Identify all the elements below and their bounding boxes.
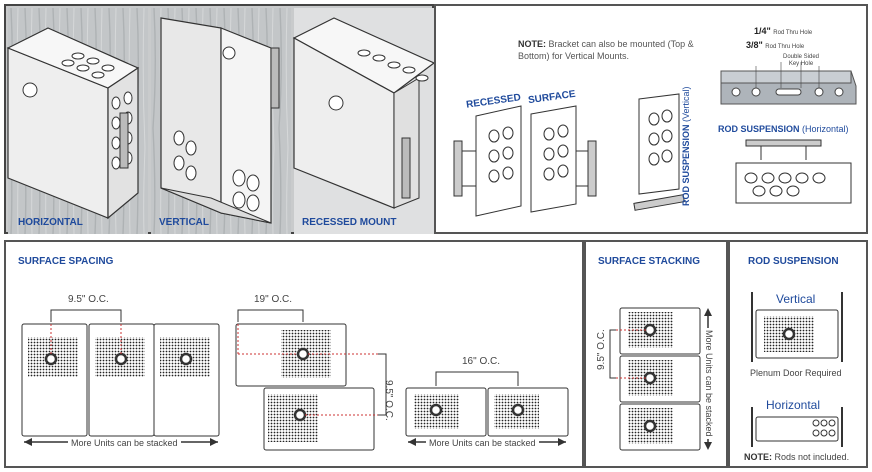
caption-horizontal: HORIZONTAL [18, 217, 83, 228]
dim-9-5-oc-side: 9.5" O.C. [68, 294, 109, 305]
stack-note-left: More Units can be stacked [68, 438, 181, 448]
rod-horizontal-label: Horizontal [766, 398, 821, 412]
rod-suspension-panel: ROD SUSPENSION Vertical Plenum Door Requ… [728, 240, 868, 468]
stacking-dim: 9.5" O.C. [596, 329, 607, 370]
note-text: Bracket can also be mounted (Top & Botto… [518, 39, 694, 61]
bracket-illustration [720, 62, 857, 105]
vertical-mount-illustration [151, 8, 291, 234]
rod-vertical-diagram [751, 292, 843, 447]
bracket-three-eighths-label: 3/8" Rod Thru Hole [746, 40, 805, 50]
surface-stacking-title: SURFACE STACKING [598, 256, 701, 267]
rod-suspension-horizontal-label: ROD SUSPENSION (Horizontal) [718, 124, 849, 134]
recessed-surface-plates [453, 105, 597, 217]
rod-suspension-vertical-illustration [633, 93, 685, 211]
bracket-quarter-label: 1/4" Rod Thru Hole [754, 26, 813, 36]
caption-vertical: VERTICAL [159, 217, 209, 228]
stacking-side-note: More Units can be stacked [704, 328, 714, 439]
rod-suspension-title: ROD SUSPENSION [748, 256, 839, 267]
horizontal-mount-illustration [6, 8, 148, 234]
note-label: NOTE: [518, 39, 546, 49]
dim-19-oc: 19" O.C. [254, 294, 293, 305]
surface-spacing-diagram [21, 309, 569, 451]
mounting-photos-panel: HORIZONTAL VERTICAL RECESSED MOUNT [4, 4, 436, 234]
surface-label: SURFACE [527, 88, 577, 107]
dim-16-oc: 16" O.C. [462, 356, 501, 367]
recessed-mount-illustration [292, 8, 436, 234]
bracket-note: NOTE: Bracket can also be mounted (Top &… [518, 38, 718, 62]
caption-recessed-mount: RECESSED MOUNT [302, 217, 397, 228]
rods-note: NOTE: Rods not included. [744, 452, 850, 462]
surface-spacing-panel: SURFACE SPACING [4, 240, 584, 468]
surface-stacking-diagram [609, 307, 712, 451]
stack-note-right: More Units can be stacked [426, 438, 539, 448]
rod-suspension-horizontal-illustration [735, 139, 852, 204]
surface-spacing-title: SURFACE SPACING [18, 256, 114, 267]
dim-9-5-oc-vertical: 9.5" O.C. [383, 380, 394, 421]
rod-suspension-vertical-label: ROD SUSPENSION (Vertical) [681, 86, 691, 206]
plenum-note: Plenum Door Required [750, 368, 842, 378]
mounting-options-panel: NOTE: Bracket can also be mounted (Top &… [434, 4, 868, 234]
surface-stacking-panel: SURFACE STACKING 9.5" O.C. More Units ca… [584, 240, 728, 468]
rod-vertical-label: Vertical [776, 292, 816, 306]
